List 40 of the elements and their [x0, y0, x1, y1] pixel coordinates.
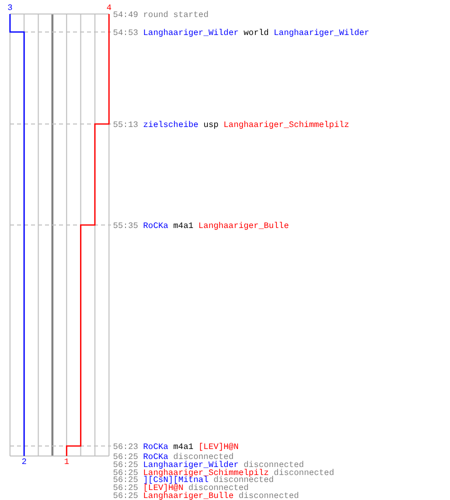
timestamp: 56:25: [113, 484, 138, 492]
timestamp: 56:25: [113, 453, 138, 461]
weapon-name: usp: [203, 121, 219, 129]
timestamp: 55:35: [113, 222, 138, 230]
status-text: disconnected: [274, 468, 334, 477]
timestamp: 54:49: [113, 11, 138, 19]
timestamp: 54:53: [113, 29, 138, 37]
player-count: 3: [7, 4, 13, 12]
player-name: Langhaariger_Schimmelpilz: [224, 121, 350, 129]
player-name: RoCKa: [143, 443, 168, 451]
status-text: disconnected: [244, 460, 304, 469]
player-name: RoCKa: [143, 222, 168, 230]
weapon-name: world: [244, 29, 269, 37]
weapon-name: m4a1: [173, 443, 194, 451]
event-text: round started: [143, 11, 208, 19]
timestamp: 56:25: [113, 460, 138, 469]
status-text: disconnected: [238, 492, 299, 500]
status-text: disconnected: [173, 453, 234, 461]
player-name: [LEV]H@N: [143, 484, 184, 492]
player-name: Langhaariger_Wilder: [143, 29, 239, 37]
player-count: 4: [106, 4, 112, 12]
player-name: Langhaariger_Bulle: [198, 222, 289, 230]
status-text: disconnected: [188, 484, 249, 492]
weapon-name: m4a1: [173, 222, 194, 230]
player-name: Langhaariger_Schimmelpilz: [143, 468, 269, 477]
timestamp: 56:25: [113, 476, 138, 484]
timestamp: 56:25: [113, 468, 138, 477]
timestamp: 55:13: [113, 121, 138, 129]
player-count: 2: [22, 458, 27, 466]
player-name: Langhaariger_Bulle: [143, 492, 234, 500]
player-name: [LEV]H@N: [198, 443, 239, 451]
player-count: 1: [64, 458, 70, 466]
player-name: zielscheibe: [143, 121, 198, 129]
player-name: Langhaariger_Wilder: [143, 460, 239, 469]
status-text: disconnected: [213, 476, 274, 484]
player-name: ][CsN][Mitnal: [143, 476, 208, 484]
timestamp: 56:23: [113, 443, 138, 451]
player-name: Langhaariger_Wilder: [274, 29, 370, 37]
timestamp: 56:25: [113, 492, 138, 500]
player-name: RoCKa: [143, 453, 168, 461]
